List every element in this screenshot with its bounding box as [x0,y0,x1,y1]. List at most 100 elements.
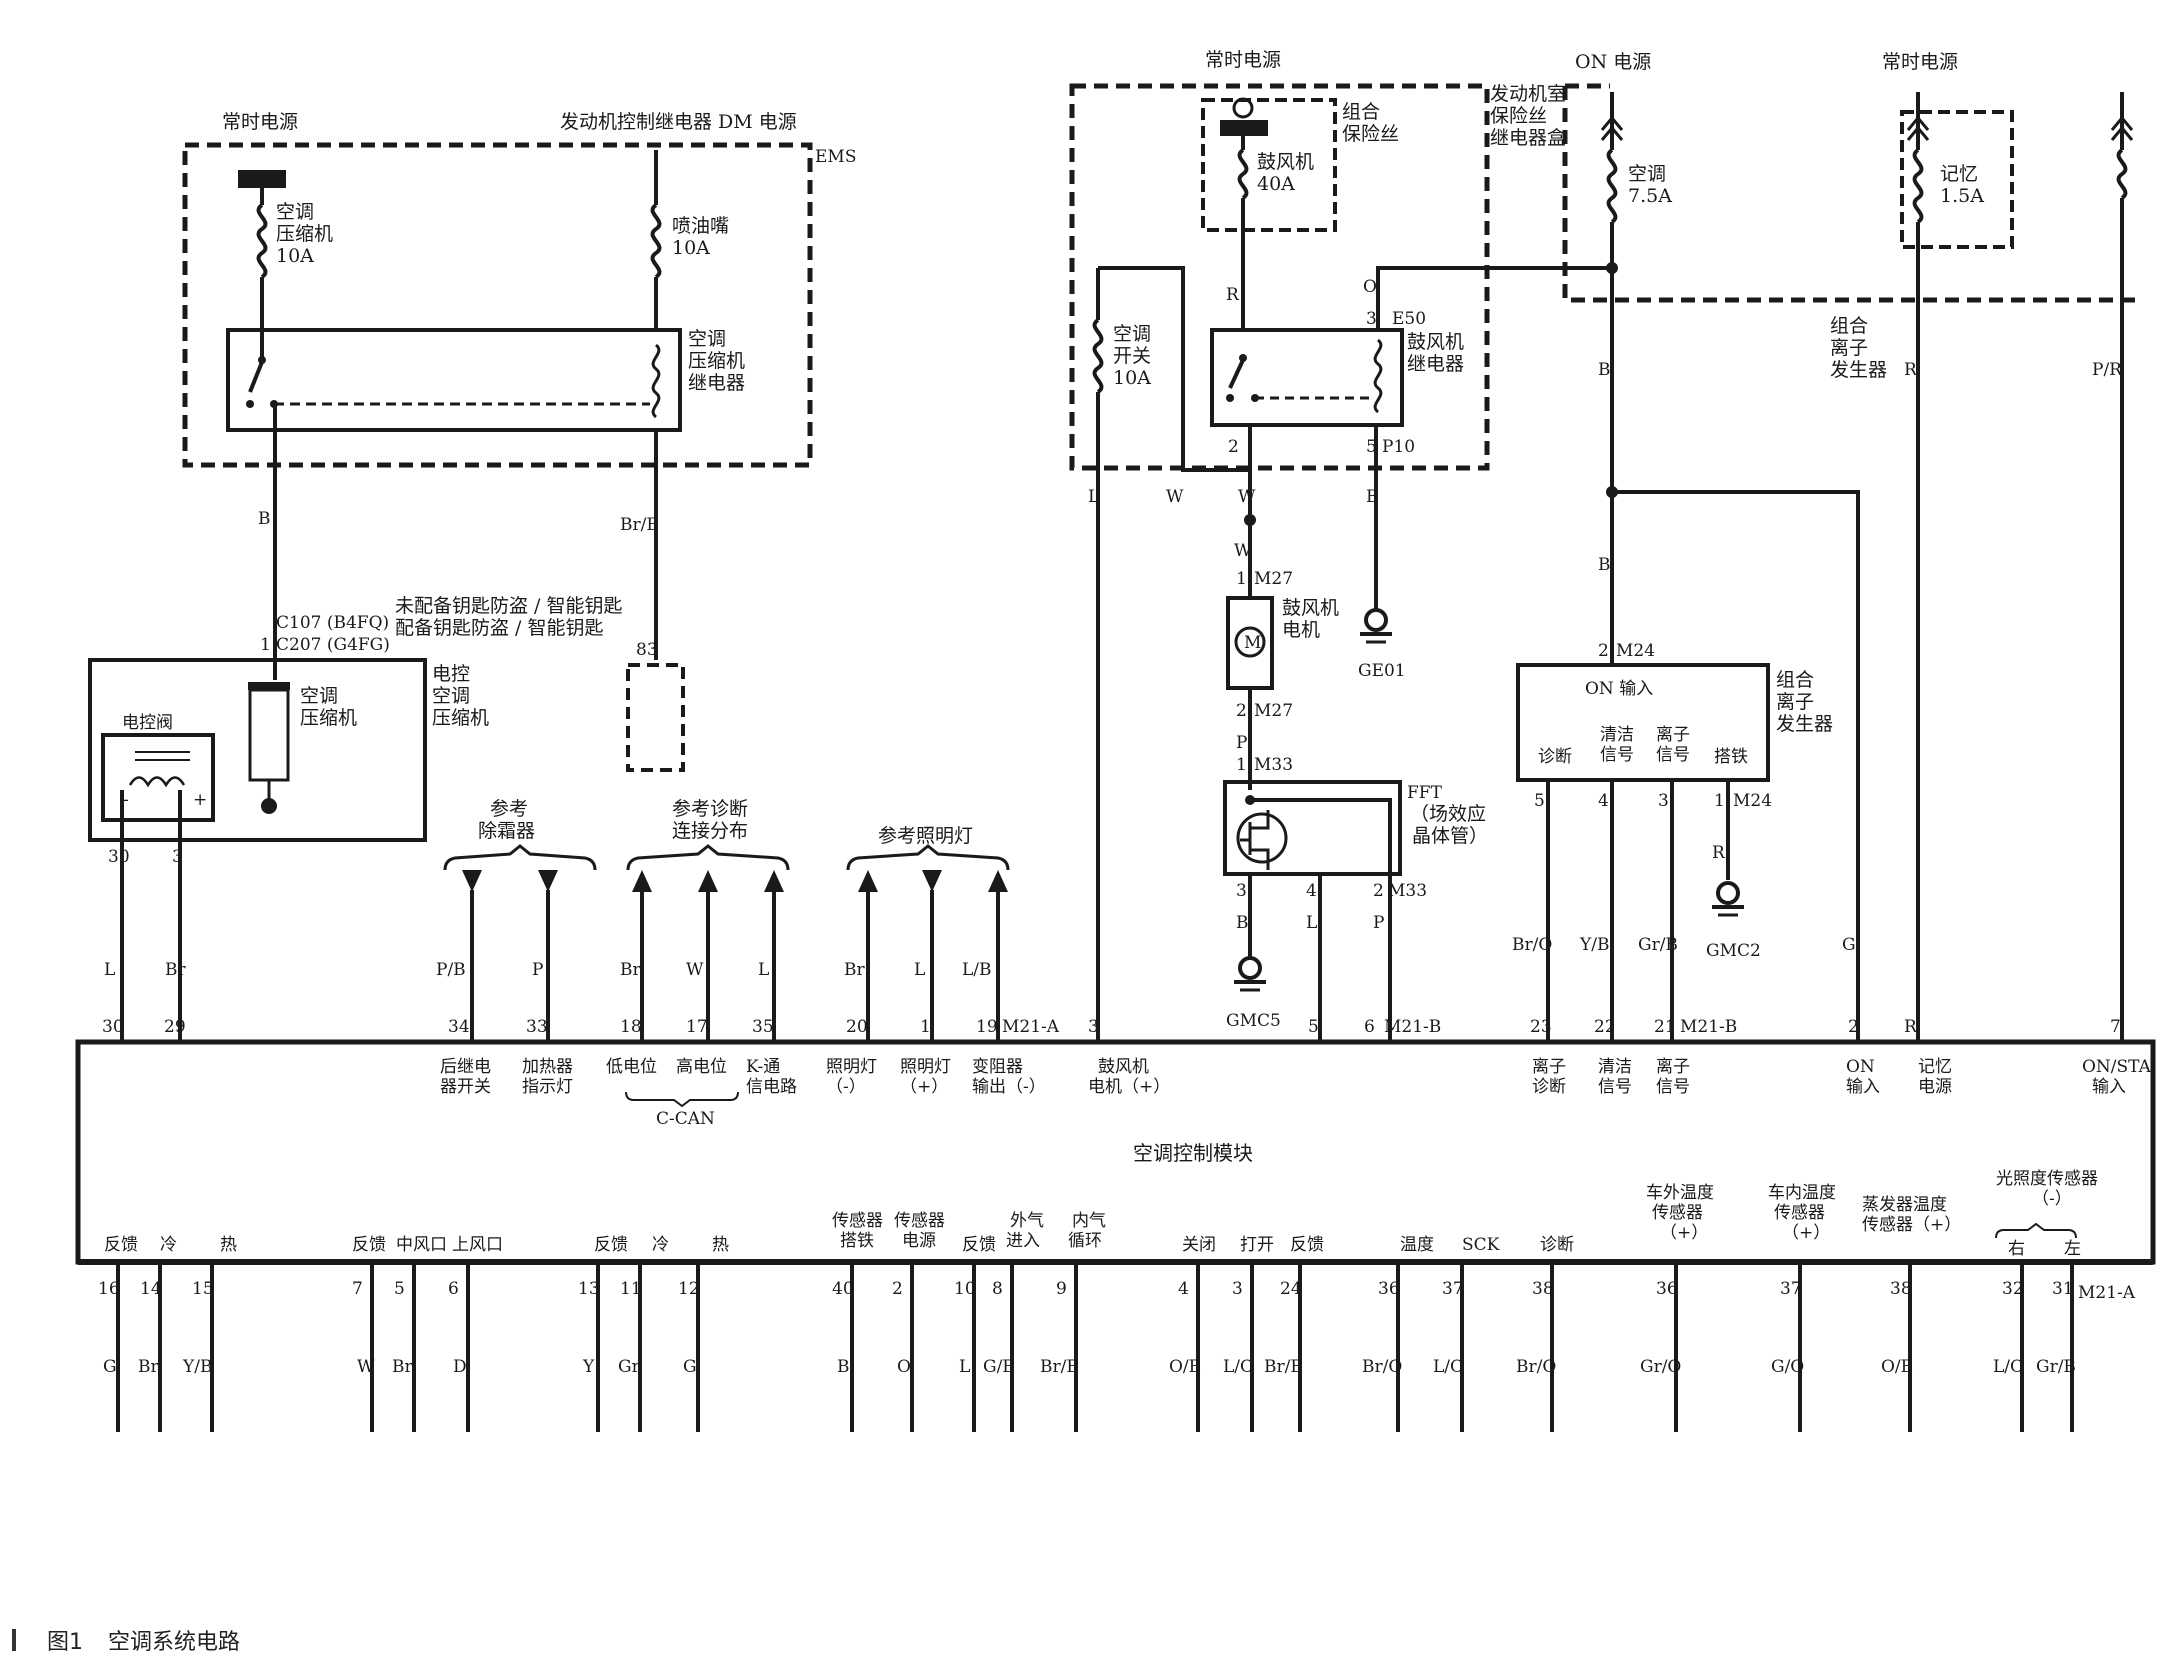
wire-label-l: L [1088,487,1099,507]
relay-pin-2: 2 [1228,437,1239,457]
wire-label: G/B [983,1357,1015,1377]
pin-label: 9 [1056,1279,1067,1299]
relay-pin-3: 3 [1366,309,1377,329]
pin-label: 4 [1178,1279,1189,1299]
func-label: 冷 [160,1235,177,1255]
pin-label: 8 [992,1279,1003,1299]
figure-title: 空调系统电路 [108,1630,241,1655]
func-label: 诊断 [1540,1235,1574,1255]
pin-label: 3 [1658,791,1669,811]
wire-label: Y [582,1357,595,1377]
fft-label: FFT [1407,783,1443,803]
ems-relay-power-label: 发动机控制继电器 DM 电源 [560,111,797,133]
pin-label: 6 [448,1279,459,1299]
ion-box-label: 组合离子发生器 [1776,669,1833,735]
func-label: 热 [712,1235,729,1255]
wire-label-b: B [1598,555,1611,575]
const-power-label-left: 常时电源 [222,111,298,133]
func-label: 打开 [1240,1235,1274,1255]
pin-label: 2 [1236,701,1247,721]
wire-label: O [897,1357,911,1377]
pin-label: 36 [1378,1279,1400,1299]
pin-label: 14 [140,1279,162,1299]
svg-text:后继电器开关: 后继电器开关 [440,1057,491,1097]
wire-label-w1: W [1166,487,1184,507]
pin-label: 6 [1364,1017,1375,1037]
fft-desc: （场效应晶体管） [1410,803,1488,847]
fuse-symbol-injector [650,203,662,279]
pin-label: 31 [2052,1279,2074,1299]
wire-label: Br [392,1357,413,1377]
wire-label: P/B [436,960,466,980]
connector-c107: C107 (B4FQ) [276,613,389,633]
relay-e50: E50 [1392,309,1426,329]
wire-label-r: R [1712,843,1726,863]
ecomp-box [88,658,427,842]
solenoid-valve-box [101,733,215,822]
wire-label: O/B [1169,1357,1201,1377]
top-pin-group: 30 L 29 Br 34 P/B 33 P 18 Br 17 W 35 L 2… [102,935,2121,1037]
ecomp-label: 电控空调压缩机 [432,663,489,729]
svg-text:传感器电源: 传感器电源 [894,1211,945,1251]
svg-text:车外温度传感器（+）: 车外温度传感器（+） [1646,1183,1714,1243]
ref-defrost-label: 参考除霜器 [478,798,535,842]
pin-label: 2 [1848,1017,1859,1037]
wire-label-b: B [1598,360,1611,380]
combo-fuse-label: 组合保险丝 [1342,101,1399,145]
pin-label: 4 [1598,791,1609,811]
pin-label: 37 [1780,1279,1802,1299]
func-label: 高电位 [676,1057,727,1077]
ref-lamp-label: 参考照明灯 [878,825,973,847]
wire-label-b-relay: B [1366,487,1379,507]
fuse-symbol-mem [1912,148,1924,224]
pin-label: 20 [846,1017,868,1037]
pin-label: 11 [620,1279,642,1299]
wire-label-l: L [1306,913,1317,933]
pin-83-label: 83 [636,640,658,660]
wire-label-o: O [1363,277,1377,297]
blower-relay-label: 鼓风机继电器 [1407,331,1464,375]
sun-right: 右 [2008,1239,2025,1259]
pin-label: 37 [1442,1279,1464,1299]
pin-label: 13 [578,1279,600,1299]
wire-label: L [104,960,115,980]
svg-text:蒸发器温度传感器（+）: 蒸发器温度传感器（+） [1862,1195,1961,1235]
wire-label: Br [138,1357,159,1377]
svg-text:清洁信号: 清洁信号 [1600,725,1634,765]
engine-fuse-box [1069,83,1490,471]
wire-label: Gr [618,1357,641,1377]
wire-label-r: R [1904,360,1918,380]
wire-label: W [686,960,704,980]
ground-ge01: GE01 [1358,661,1406,681]
ccan-label: C-CAN [656,1109,715,1129]
svg-text:3: 3 [172,847,183,867]
wire-label: Br [165,960,186,980]
battery-block-left [238,170,286,188]
wire-label: P [532,960,543,980]
pin-label: 32 [2002,1279,2024,1299]
pin-label: 2 [1373,881,1384,901]
svg-text:组合离子发生器: 组合离子发生器 [1830,315,1887,381]
pin-label: 30 [102,1017,124,1037]
wire-label: Gr/B [1638,935,1678,955]
func-label: 热 [220,1235,237,1255]
pin-label: 4 [1306,881,1317,901]
pin-label: 12 [678,1279,700,1299]
wire-label: O/B [1881,1357,1913,1377]
bottom-function-labels: 反馈 冷 热 反馈 中风口 上风口 反馈 冷 热 传感器搭铁 传感器电源 反馈 … [104,1211,1574,1255]
wire-label: G [103,1357,117,1377]
func-label: 冷 [652,1235,669,1255]
m24-label-b: M24 [1733,791,1772,811]
on-power-label: ON 电源 [1575,51,1651,73]
engine-fuse-box-label: 发动机室保险丝继电器盒 [1490,83,1566,149]
ion-generator-box [1516,663,1770,782]
wire-label: Br [620,960,641,980]
m33-label: M33 [1254,755,1293,775]
figure-caption: 图1 空调系统电路 [12,1624,240,1656]
caption-bar [12,1629,16,1651]
